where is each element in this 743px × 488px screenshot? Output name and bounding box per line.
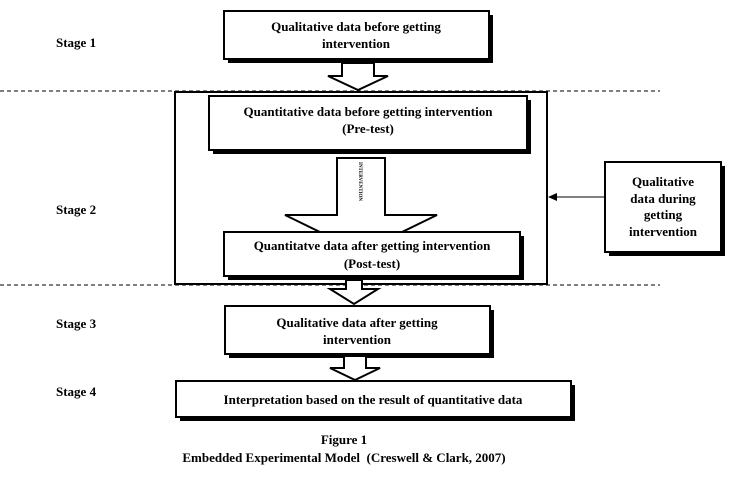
interpretation-text: Interpretation based on the result of qu…: [224, 392, 523, 407]
qualitative-after-line1: Qualitative data after getting: [276, 315, 438, 330]
stage-1-label: Stage 1: [56, 35, 96, 50]
quantitative-after-line1: Quantitatve data after getting intervent…: [254, 238, 491, 253]
interpretation-box: Interpretation based on the result of qu…: [175, 380, 575, 421]
intervention-label: INTERVENTION: [357, 162, 362, 201]
arrow-stage3-to-stage4: [329, 355, 381, 382]
quantitative-before-box: Quantitative data before getting interve…: [208, 95, 531, 154]
qualitative-during-line1: Qualitative: [632, 174, 694, 189]
quantitative-after-line2: (Post-test): [344, 256, 400, 271]
quantitative-after-box: Quantitatve data after getting intervent…: [223, 231, 524, 280]
figure-caption-title: Embedded Experimental Model (Creswell & …: [182, 450, 505, 465]
qualitative-during-box: Qualitative data during getting interven…: [604, 161, 725, 256]
qualitative-after-box: Qualitative data after getting intervent…: [224, 305, 494, 358]
stage-3-label: Stage 3: [56, 316, 97, 331]
quantitative-before-line2: (Pre-test): [342, 121, 394, 136]
arrow-stage2-to-stage3: [326, 279, 382, 306]
qualitative-during-line3: getting: [644, 207, 683, 222]
quantitative-before-line1: Quantitative data before getting interve…: [244, 104, 494, 119]
figure-caption-number: Figure 1: [321, 432, 367, 447]
arrow-stage1-to-stage2: [327, 62, 389, 92]
stage-4-label: Stage 4: [56, 384, 97, 399]
qualitative-before-line2: intervention: [322, 36, 391, 51]
qualitative-after-line2: intervention: [323, 332, 392, 347]
qualitative-before-box: Qualitative data before getting interven…: [223, 10, 493, 63]
stage-2-label: Stage 2: [56, 202, 96, 217]
qualitative-during-line2: data during: [630, 191, 696, 206]
qualitative-before-line1: Qualitative data before getting: [271, 19, 441, 34]
side-box-connector-arrow: [548, 193, 605, 201]
qualitative-during-line4: intervention: [629, 224, 698, 239]
